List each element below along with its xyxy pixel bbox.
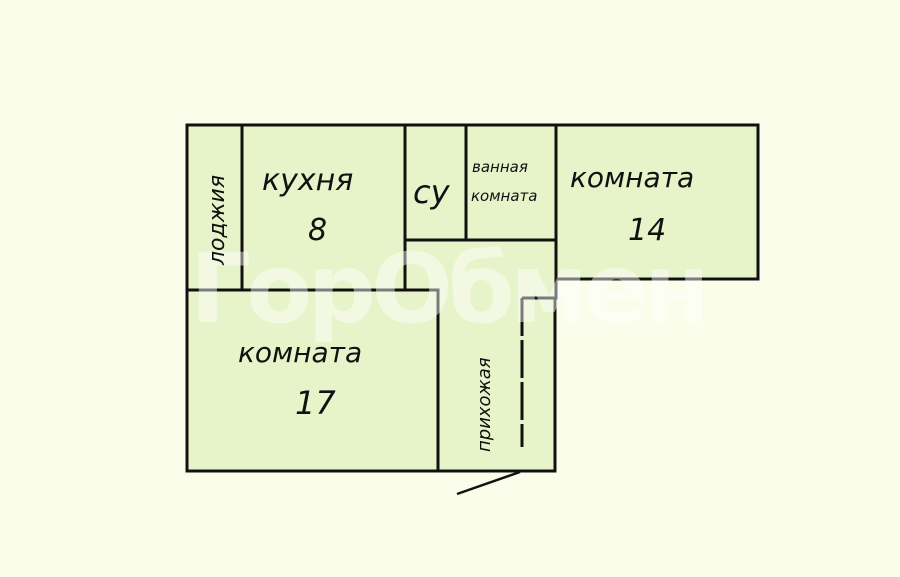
toilet-label: су — [413, 173, 451, 211]
room-right-area: 14 — [628, 213, 666, 248]
hallway-label: прихожая — [474, 357, 495, 452]
bathroom-label-line1: ванная — [472, 158, 528, 176]
room-loggia — [185, 123, 244, 292]
room-kitchen — [240, 123, 407, 292]
entrance-door[interactable] — [456, 470, 521, 496]
room-right-label: комната — [570, 161, 694, 194]
room-bathroom — [464, 123, 558, 242]
room-left — [185, 288, 440, 473]
room-right — [554, 123, 760, 281]
room-left-label: комната — [238, 336, 362, 369]
bathroom-label-line2: комната — [471, 187, 537, 205]
room-left-area: 17 — [295, 384, 336, 422]
kitchen-area: 8 — [308, 213, 327, 248]
watermark: ГорОбмен — [190, 233, 710, 345]
loggia-label: лоджия — [205, 175, 230, 266]
kitchen-label: кухня — [262, 163, 353, 198]
